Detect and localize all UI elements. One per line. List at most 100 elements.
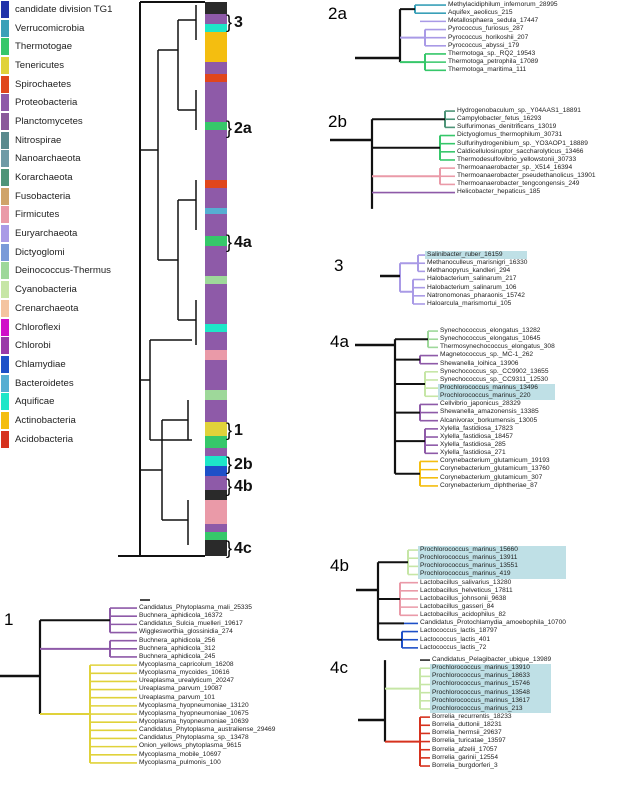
legend-label: Deinococcus-Thermus: [15, 265, 111, 277]
legend-label: Spirochaetes: [15, 78, 71, 90]
legend-swatch: [1, 411, 9, 429]
legend-label: Dictyoglomi: [15, 246, 65, 258]
taxon-label: Alcanivorax_borkumensis_13005: [440, 416, 538, 424]
legend-item: Planctomycetes: [0, 112, 125, 131]
marker-3: }3: [226, 12, 243, 33]
leaf-band: [205, 122, 227, 130]
taxon-label: Candidatus_Sulcia_muelleri_19617: [139, 620, 243, 628]
legend-swatch: [1, 187, 9, 205]
leaf-band: [205, 324, 227, 332]
legend-label: Tenericutes: [15, 59, 65, 71]
leaf-band: [205, 500, 227, 524]
legend-label: Actinobacteria: [15, 414, 76, 426]
leaf-band: [205, 532, 227, 540]
leaf-band: [205, 208, 227, 214]
legend-label: Chlamydiae: [15, 358, 66, 370]
taxon-label: Borrelia_afzelii_17057: [432, 745, 498, 753]
taxon-label: Prochlorococcus_marinus_15746: [430, 680, 552, 689]
legend-label: Korarchaeota: [15, 172, 73, 184]
taxon-label: Xylella_fastidiosa_18457: [440, 432, 513, 440]
taxon-label: Mycoplasma_pulmonis_100: [139, 758, 221, 766]
legend-swatch: [1, 169, 9, 187]
taxon-label: Pyrococcus_furiosus_287: [448, 25, 524, 33]
legend-label: Nanoarchaeota: [15, 153, 81, 165]
taxon-label: Caldicellulosiruptor_saccharolyticus_134…: [457, 147, 584, 155]
leaf-band: [205, 524, 227, 532]
legend-swatch: [1, 56, 9, 74]
taxon-label: Prochlorococcus_marinus_213: [430, 704, 552, 713]
legend-item: Bacteroidetes: [0, 374, 125, 393]
marker-label: 2a: [234, 119, 252, 137]
leaf-band: [205, 332, 227, 350]
taxon-label: Candidatus_Phytoplasma_mali_25335: [139, 604, 252, 611]
legend-label: Crenarchaeota: [15, 302, 79, 314]
legend-item: Cyanobacteria: [0, 280, 125, 299]
brace-glyph: }: [226, 454, 233, 474]
taxon-label: Pyrococcus_abyssi_179: [448, 41, 520, 49]
taxon-label: Shewanella_amazonensis_13385: [440, 408, 539, 416]
taxon-label: Prochlorococcus_marinus_13910: [430, 664, 552, 673]
leaf-band: [205, 540, 227, 556]
taxon-label: Borrelia_duttonii_18231: [432, 721, 502, 729]
leaf-band: [205, 82, 227, 122]
legend-item: Actinobacteria: [0, 411, 125, 430]
taxon-label: Onion_yellows_phytoplasma_9615: [139, 742, 242, 750]
taxon-label: Synechococcus_sp._CC9311_12530: [440, 375, 549, 383]
taxon-label: Buchnera_aphidicola_16372: [139, 612, 223, 620]
legend-label: Acidobacteria: [15, 433, 74, 445]
marker-label: 4a: [234, 233, 252, 251]
legend-label: Verrucomicrobia: [15, 22, 85, 34]
legend-item: Verrucomicrobia: [0, 19, 125, 38]
taxon-label: Methanopyrus_kandleri_294: [427, 267, 511, 275]
legend-swatch: [1, 374, 9, 392]
taxon-label: Natronomonas_pharaonis_15742: [427, 291, 525, 299]
taxon-label: Hydrogenobaculum_sp._Y04AAS1_18891: [457, 107, 581, 114]
legend-item: Chloroflexi: [0, 318, 125, 337]
taxon-label: Buchnera_aphidicola_312: [139, 644, 216, 652]
taxon-label: Candidatus_Phytoplasma_sp._13478: [139, 734, 249, 742]
marker-2b: }2b: [226, 454, 253, 475]
taxon-label: Synechococcus_elongatus_13282: [440, 327, 541, 334]
legend-label: Thermotogae: [15, 41, 73, 53]
leaf-band: [205, 14, 227, 24]
taxon-label: Helicobacter_hepaticus_185: [457, 188, 541, 196]
legend-swatch: [1, 355, 9, 373]
taxon-label: Borrelia_hermsii_29637: [432, 729, 502, 737]
brace-glyph: }: [226, 12, 233, 32]
taxon-label: Corynebacterium_glutamicum_307: [440, 473, 543, 481]
leaf-band: [205, 400, 227, 422]
leaf-band: [205, 390, 227, 400]
legend-item: Nitrospirae: [0, 131, 125, 150]
marker-4a: }4a: [226, 232, 252, 253]
panel-label-1: 1: [4, 610, 14, 629]
legend-swatch: [1, 0, 9, 18]
marker-4b: }4b: [226, 476, 253, 497]
leaf-band: [205, 180, 227, 188]
panel-label-2a: 2a: [328, 4, 347, 23]
taxon-label: Thermodesulfovibrio_yellowstonii_30733: [457, 155, 577, 163]
legend-swatch: [1, 318, 9, 336]
legend-label: Bacteroidetes: [15, 377, 74, 389]
legend-item: Fusobacteria: [0, 187, 125, 206]
leaf-band: [205, 350, 227, 360]
taxon-label: Lactococcus_lactis_401: [420, 635, 491, 643]
taxon-label: Borrelia_burgdorferi_3: [432, 761, 498, 769]
legend-item: Dictyoglomi: [0, 243, 125, 262]
sub-trees: [0, 4, 455, 767]
taxon-label: Thermoanaerobacter_pseudethanolicus_1390…: [457, 172, 596, 180]
legend-swatch: [1, 262, 9, 280]
legend-item: candidate division TG1: [0, 0, 125, 19]
legend-swatch: [1, 393, 9, 411]
taxon-label: Lactobacillus_acidophilus_82: [420, 611, 506, 619]
taxon-label: Ureaplasma_parvum_101: [139, 693, 215, 701]
leaf-band: [205, 456, 227, 466]
taxon-label: Magnetococcus_sp._MC-1_262: [440, 351, 534, 359]
legend-swatch: [1, 150, 9, 168]
legend-label: Planctomycetes: [15, 115, 83, 127]
